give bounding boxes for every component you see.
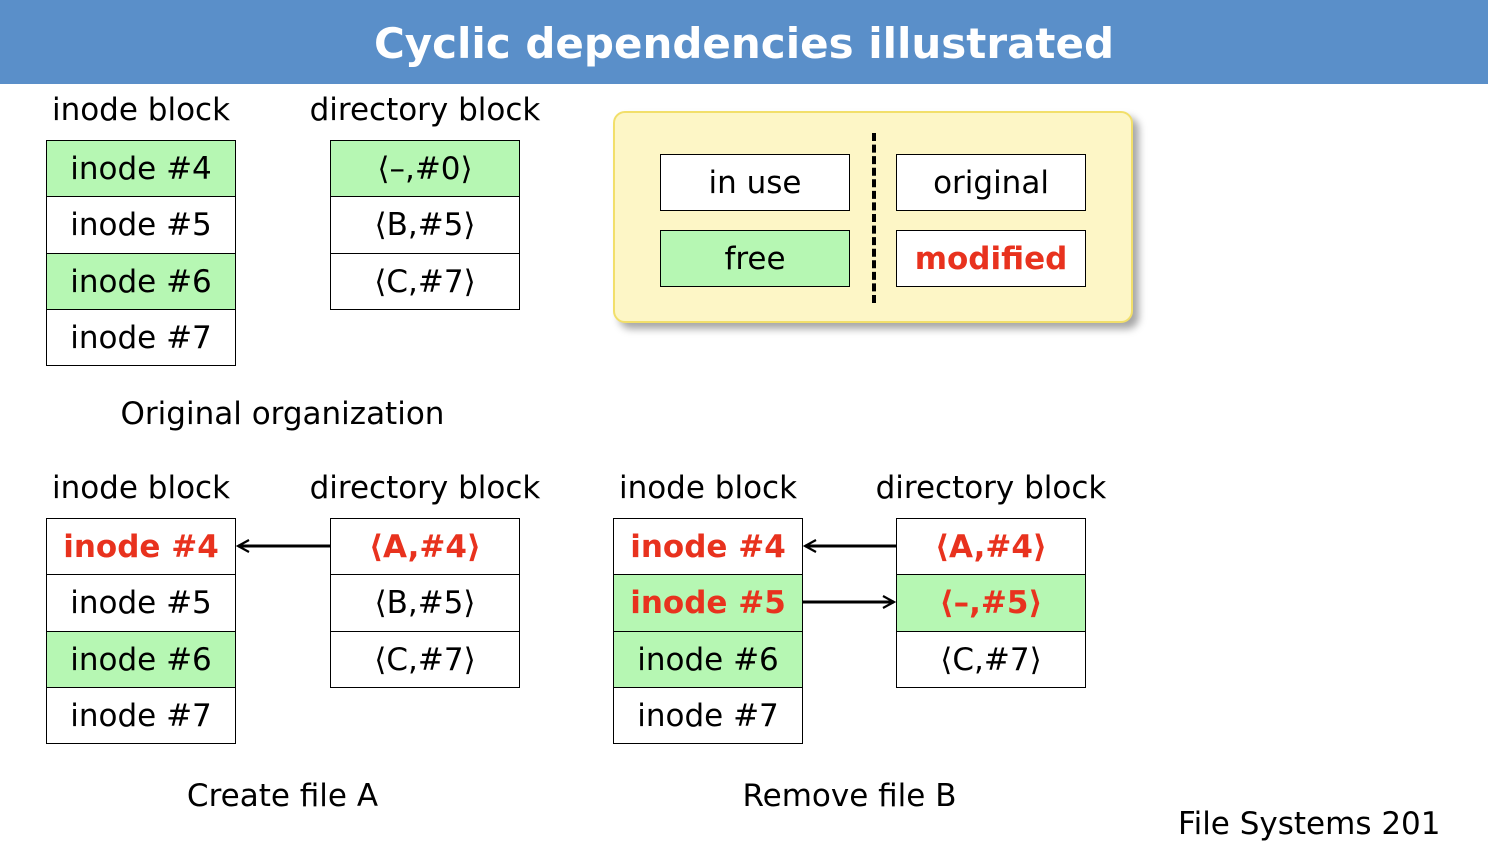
dependency-arrows [0, 0, 896, 818]
directory-entry: ⟨–,#5⟩ [896, 574, 1086, 632]
directory-entry: ⟨C,#7⟩ [330, 253, 520, 310]
directory-entry: ⟨C,#7⟩ [896, 631, 1086, 688]
inode-cell: inode #5 [46, 574, 236, 632]
directory-entry: ⟨B,#5⟩ [330, 574, 520, 632]
legend-in-use: in use [660, 154, 850, 211]
title-notch [300, 84, 548, 98]
title-bar: Cyclic dependencies illustrated [0, 0, 1488, 84]
inode-cell: inode #5 [46, 196, 236, 254]
directory-entry: ⟨B,#5⟩ [330, 196, 520, 254]
slide-title: Cyclic dependencies illustrated [373, 19, 1115, 68]
inode-cell: inode #7 [46, 309, 236, 366]
footer-text: File Systems 201 [1178, 806, 1441, 842]
directory-entry: ⟨A,#4⟩ [896, 518, 1086, 575]
inode-cell: inode #5 [613, 574, 803, 632]
legend-free: free [660, 230, 850, 287]
legend-original: original [896, 154, 1086, 211]
legend-divider [872, 133, 876, 303]
directory-block-header: directory block [875, 470, 1107, 506]
directory-block-header: directory block [309, 92, 541, 128]
inode-cell: inode #7 [613, 687, 803, 744]
inode-cell: inode #6 [613, 631, 803, 688]
caption-original: Original organization [120, 396, 445, 432]
legend-modified: modified [896, 230, 1086, 287]
title-notch [42, 84, 240, 98]
inode-cell: inode #7 [46, 687, 236, 744]
caption-create: Create file A [186, 778, 379, 814]
inode-cell: inode #4 [613, 518, 803, 575]
inode-block-header: inode block [51, 470, 231, 506]
inode-cell: inode #4 [46, 518, 236, 575]
directory-entry: ⟨A,#4⟩ [330, 518, 520, 575]
inode-cell: inode #4 [46, 140, 236, 197]
inode-block-header: inode block [51, 92, 231, 128]
directory-entry: ⟨–,#0⟩ [330, 140, 520, 197]
inode-cell: inode #6 [46, 631, 236, 688]
directory-block-header: directory block [309, 470, 541, 506]
inode-block-header: inode block [618, 470, 798, 506]
inode-cell: inode #6 [46, 253, 236, 310]
caption-remove: Remove file B [742, 778, 957, 814]
directory-entry: ⟨C,#7⟩ [330, 631, 520, 688]
